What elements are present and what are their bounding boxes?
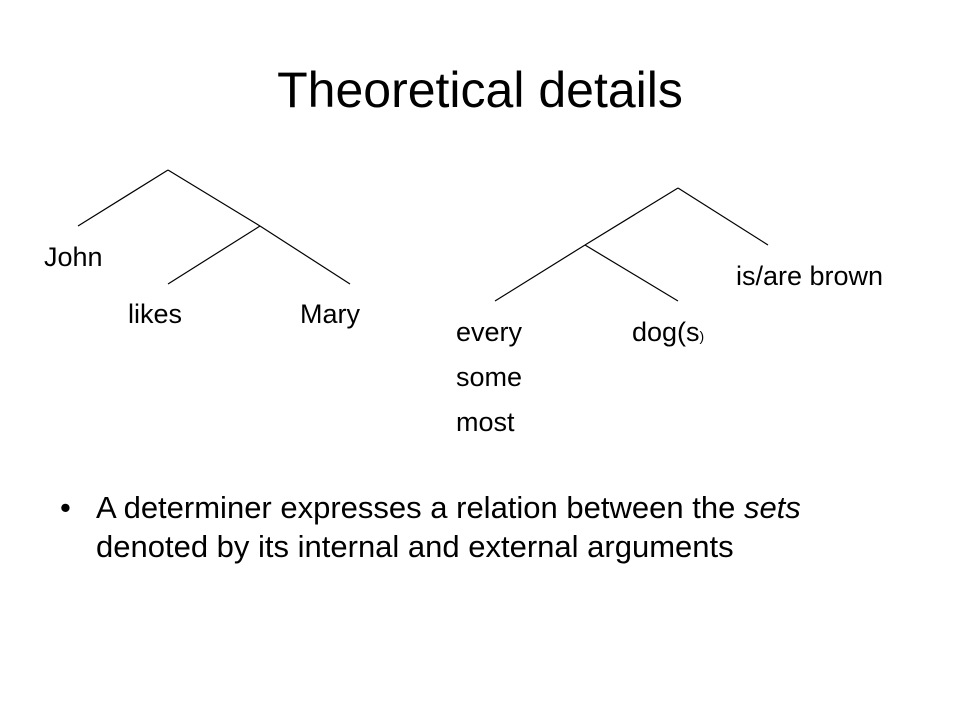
tree2-branch-np-left bbox=[494, 244, 586, 302]
tree2-predicate-label: is/are brown bbox=[736, 261, 884, 291]
bullet-list: • A determiner expresses a relation betw… bbox=[60, 488, 920, 566]
tree2-determiner-most: most bbox=[456, 407, 515, 437]
tree1-branch-root-left bbox=[77, 169, 169, 227]
bullet-text-after: denoted by its internal and external arg… bbox=[96, 529, 734, 564]
tree2-noun-paren: ) bbox=[699, 328, 705, 344]
tree2-branch-np-right bbox=[584, 244, 679, 302]
bullet-text-before: A determiner expresses a relation betwee… bbox=[96, 490, 744, 525]
tree1-object-label: Mary bbox=[300, 299, 360, 329]
tree1-branch-root-right bbox=[167, 169, 261, 227]
bullet-text-emphasis: sets bbox=[743, 490, 801, 525]
tree2-noun-main: dog(s bbox=[632, 317, 700, 347]
tree2-determiner-some: some bbox=[456, 362, 523, 392]
bullet-item: • A determiner expresses a relation betw… bbox=[60, 488, 920, 566]
tree2-determiner-every: every bbox=[456, 317, 523, 347]
bullet-marker: • bbox=[60, 490, 71, 525]
tree2-noun-label: dog(s) bbox=[632, 316, 704, 352]
slide-title: Theoretical details bbox=[277, 62, 683, 118]
tree2-branch-root-right bbox=[677, 187, 769, 246]
tree1-verb-label: likes bbox=[128, 299, 183, 329]
tree1-branch-vp-right bbox=[259, 225, 351, 285]
tree1-subject-label: John bbox=[44, 242, 103, 272]
tree1-branch-vp-left bbox=[167, 225, 261, 285]
tree2-branch-root-left bbox=[584, 187, 679, 246]
